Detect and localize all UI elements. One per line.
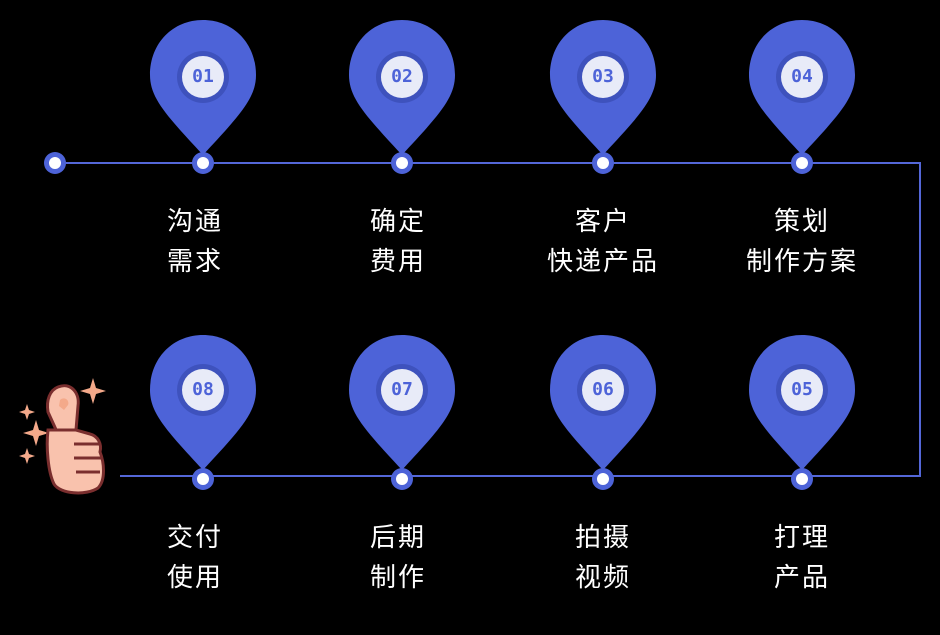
step-pin-06: 06: [548, 335, 658, 470]
step-number: 05: [791, 379, 813, 400]
thumbs-up-icon: [19, 378, 106, 495]
step-number: 03: [592, 66, 614, 87]
map-pin-icon: [749, 335, 855, 470]
step-label-06: 拍摄 视频: [523, 518, 683, 598]
step-title: 拍摄: [574, 523, 631, 553]
step-label-01: 沟通 需求: [115, 202, 275, 282]
step-subtitle: 快递产品: [546, 247, 659, 277]
step-label-07: 后期 制作: [318, 518, 478, 598]
step-title: 客户: [574, 207, 631, 237]
step-label-02: 确定 费用: [318, 202, 478, 282]
step-label-08: 交付 使用: [115, 518, 275, 598]
step-subtitle: 制作: [369, 563, 426, 593]
step-label-05: 打理 产品: [722, 518, 882, 598]
step-subtitle: 产品: [773, 563, 830, 593]
map-pin-icon: [150, 20, 256, 155]
step-title: 确定: [369, 207, 426, 237]
step-subtitle: 视频: [574, 563, 631, 593]
step-label-04: 策划 制作方案: [722, 202, 882, 282]
step-title: 交付: [166, 523, 223, 553]
map-pin-icon: [550, 335, 656, 470]
step-label-03: 客户 快递产品: [523, 202, 683, 282]
step-pin-01: 01: [148, 20, 258, 155]
step-pin-02: 02: [347, 20, 457, 155]
map-pin-icon: [349, 20, 455, 155]
step-title: 打理: [773, 523, 830, 553]
step-title: 后期: [369, 523, 426, 553]
step-number: 08: [192, 379, 214, 400]
map-pin-icon: [150, 335, 256, 470]
step-pin-04: 04: [747, 20, 857, 155]
step-pin-03: 03: [548, 20, 658, 155]
step-number: 06: [592, 379, 614, 400]
step-number: 07: [391, 379, 413, 400]
step-subtitle: 制作方案: [745, 247, 858, 277]
path-nodes: [44, 152, 813, 490]
step-title: 沟通: [166, 207, 223, 237]
step-subtitle: 使用: [166, 563, 223, 593]
step-pin-07: 07: [347, 335, 457, 470]
step-title: 策划: [773, 207, 830, 237]
step-subtitle: 费用: [369, 247, 426, 277]
step-number: 01: [192, 66, 214, 87]
map-pin-icon: [349, 335, 455, 470]
step-pin-08: 08: [148, 335, 258, 470]
step-number: 02: [391, 66, 413, 87]
map-pin-icon: [749, 20, 855, 155]
map-pin-icon: [550, 20, 656, 155]
step-number: 04: [791, 66, 813, 87]
step-subtitle: 需求: [166, 247, 223, 277]
step-pin-05: 05: [747, 335, 857, 470]
